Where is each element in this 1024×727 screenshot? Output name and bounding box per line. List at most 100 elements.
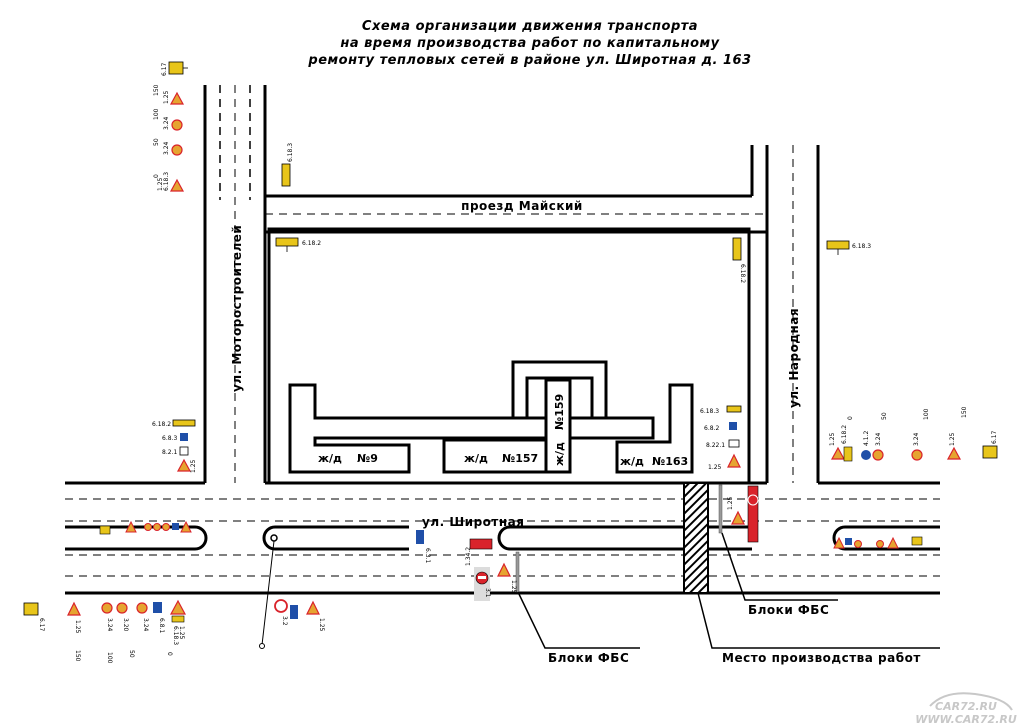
- car-logo-icon: [929, 692, 1013, 711]
- sign-cluster-work-zone-barrier: 1.25: [727, 485, 759, 543]
- direction-arrow-icon: [861, 450, 871, 460]
- sign-cluster-building-163: 6.18.3 6.8.2 8.22.1 1.25: [700, 405, 742, 471]
- title-line-3: ремонту тепловых сетей в районе ул. Широ…: [307, 53, 751, 68]
- no-overtaking-icon: [116, 602, 128, 614]
- road-works-icon: [731, 510, 745, 525]
- callout-blocks-left-label: Блоки ФБС: [548, 651, 629, 665]
- svg-text:50: 50: [128, 650, 135, 658]
- road-works-icon: [176, 458, 192, 472]
- svg-text:50: 50: [881, 412, 888, 420]
- speed-limit-icon: [153, 523, 161, 531]
- svg-text:6.18.2: 6.18.2: [739, 264, 746, 283]
- speed-limit-icon: [854, 540, 862, 548]
- road-works-icon: [727, 453, 741, 468]
- street-label-shirotnaya: ул. Широтная: [422, 515, 524, 529]
- sign-6-17-bottom-left: 6.17: [23, 602, 45, 632]
- building-157-number: №157: [502, 452, 538, 465]
- sign-6-18-2-inner-right: 6.18.2: [732, 237, 746, 283]
- svg-text:150: 150: [153, 84, 160, 96]
- detour-direction-icon: [726, 405, 742, 413]
- sign-3-24-top-left-1: 3.24 100: [153, 108, 183, 131]
- speed-limit-icon: [872, 449, 884, 461]
- buildings: [288, 360, 694, 474]
- median-left: [65, 525, 208, 551]
- callout-work-place-label: Место производства работ: [722, 651, 921, 665]
- no-traffic-icon: [274, 599, 288, 613]
- svg-text:150: 150: [74, 650, 81, 662]
- watermark-top: CAR72.RU: [935, 700, 997, 713]
- speed-limit-icon: [876, 540, 884, 548]
- work-zone: [683, 482, 709, 594]
- speed-limit-icon: [144, 523, 152, 531]
- detour-direction-icon: [826, 240, 850, 250]
- svg-text:100: 100: [153, 108, 160, 120]
- building-9-number: №9: [357, 452, 378, 465]
- median-right: [832, 525, 940, 551]
- svg-text:3.24: 3.24: [163, 116, 170, 130]
- sign-1-25-6-18-3-bottom-left: 1.25 6.18.3 0: [166, 599, 187, 656]
- callout-blocks-right: Блоки ФБС: [721, 532, 838, 617]
- u-turn-icon: [416, 530, 424, 544]
- marker-icon: [270, 534, 278, 542]
- road-works-icon: [180, 520, 192, 533]
- svg-text:3.24: 3.24: [163, 141, 170, 155]
- svg-text:1.25: 1.25: [178, 626, 185, 640]
- speed-limit-icon: [171, 119, 183, 131]
- title-line-1: Схема организации движения транспорта: [362, 19, 698, 34]
- svg-text:0: 0: [847, 416, 854, 420]
- svg-text:3.24: 3.24: [142, 618, 149, 632]
- svg-text:6.18.3: 6.18.3: [163, 172, 170, 191]
- info-plate-icon: [728, 439, 740, 448]
- sign-3-24-top-left-2: 3.24 50: [153, 138, 183, 156]
- detour-direction-icon: [172, 419, 196, 427]
- callout-blocks-left: Блоки ФБС: [517, 591, 640, 665]
- sign-cluster-right: 1.25 6.18.2 0 4.1.2 3.24 50 3.24 100 1.2…: [829, 406, 998, 462]
- sign-3-24-bottom-left: 3.24 100: [101, 602, 113, 664]
- svg-text:6.8.2: 6.8.2: [704, 425, 719, 432]
- sign-6-18-2-inner-left: 6.18.2: [275, 237, 321, 252]
- building-157-type: ж/д: [464, 452, 488, 465]
- dead-end-icon: [153, 602, 162, 613]
- building-157: [442, 438, 548, 474]
- no-entry-icon: [747, 494, 759, 506]
- title-line-2: на время производства работ по капитальн…: [340, 36, 719, 51]
- svg-text:3.20: 3.20: [122, 618, 129, 632]
- sign-3-20-3-24-bottom-left: 3.20 3.24 50: [116, 602, 149, 658]
- inner-block-road: [267, 227, 751, 485]
- road-works-icon: [830, 446, 846, 460]
- svg-text:1.25: 1.25: [74, 620, 81, 634]
- scheme-title: Схема организации движения транспорта на…: [307, 19, 751, 68]
- svg-text:6.17: 6.17: [991, 430, 998, 444]
- fbs-blocks-left: [515, 551, 520, 593]
- speed-limit-icon: [911, 449, 923, 461]
- sign-cluster-right-median: [833, 536, 923, 549]
- detour-direction-icon: [275, 237, 299, 247]
- road-works-icon: [67, 601, 81, 616]
- building-159-top: [511, 360, 608, 420]
- svg-text:3.24: 3.24: [106, 618, 113, 632]
- sign-6-3-1-uturn: 6.3.1: [416, 530, 431, 563]
- svg-text:6.3.1: 6.3.1: [424, 548, 431, 563]
- road-works-icon: [169, 599, 187, 615]
- direction-chevron-icon: [469, 538, 493, 550]
- callout-blocks-right-label: Блоки ФБС: [748, 603, 829, 617]
- svg-text:1.25: 1.25: [157, 177, 164, 191]
- building-163-type: ж/д: [620, 455, 644, 468]
- info-plate-icon: [179, 446, 189, 456]
- detour-direction-icon: [732, 237, 742, 261]
- svg-text:3.1: 3.1: [484, 588, 491, 598]
- road-works-icon: [887, 536, 899, 549]
- detour-scheme-icon: [23, 602, 39, 616]
- parking-icon: [172, 523, 179, 530]
- sign-cluster-west-barrier: 1.34.2 3.1 1.25: [465, 538, 517, 601]
- svg-text:8.22.1: 8.22.1: [706, 442, 725, 449]
- sign-1-25-bottom-left: 1.25 150: [67, 601, 81, 662]
- callout-work-place: Место производства работ: [697, 592, 940, 665]
- median-center-right: [497, 525, 752, 551]
- speed-limit-icon: [101, 602, 113, 614]
- sign-6-18-3-narodnaya: 6.18.3: [826, 240, 871, 255]
- svg-text:1.25: 1.25: [318, 618, 325, 632]
- parking-icon: [845, 538, 852, 545]
- svg-text:6.17: 6.17: [161, 62, 168, 76]
- svg-text:100: 100: [923, 408, 930, 420]
